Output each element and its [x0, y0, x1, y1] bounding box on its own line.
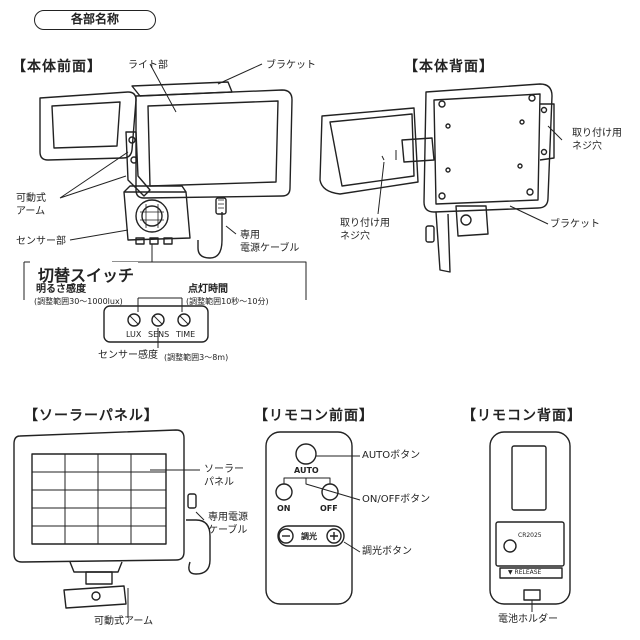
- bracket-label: ブラケット: [266, 60, 316, 71]
- mount-hole-left-label-2: ネジ穴: [340, 231, 370, 242]
- solar-panel-label-2: パネル: [204, 477, 234, 488]
- arm-label-2: アーム: [16, 206, 46, 217]
- sensor-label: センサー部: [16, 236, 66, 247]
- solar-heading: 【ソーラーパネル】: [24, 408, 159, 424]
- release-text: ▼ RELEASE: [508, 569, 542, 576]
- solar-panel-label: ソーラー: [204, 464, 244, 475]
- cable-label: 専用: [240, 230, 260, 241]
- switch-callout-drawing: [23, 244, 307, 348]
- solar-arm-label: 可動式アーム: [94, 616, 154, 627]
- onoff-button-label: ON/OFFボタン: [362, 494, 431, 505]
- battery-model-text: CR2025: [518, 532, 542, 539]
- mount-hole-right-label: 取り付け用: [572, 128, 622, 139]
- switch-title: 切替スイッチ: [34, 262, 139, 286]
- time-label: 点灯時間: [188, 284, 228, 295]
- sensor-sens-label: センサー感度: [98, 350, 158, 361]
- mount-hole-left-label: 取り付け用: [340, 218, 390, 229]
- dim-key-text: 調光: [301, 532, 317, 541]
- mount-hole-right-label-2: ネジ穴: [572, 141, 602, 152]
- back-heading: 【本体背面】: [404, 59, 494, 75]
- back-bracket-label: ブラケット: [550, 219, 600, 230]
- cable-label-2: 電源ケーブル: [240, 243, 300, 254]
- remote-back-drawing: [489, 431, 571, 612]
- remote-front-heading: 【リモコン前面】: [254, 408, 374, 424]
- auto-button-label: AUTOボタン: [362, 450, 421, 461]
- back-unit-drawing: [319, 83, 563, 273]
- section-title: 各部名称: [34, 10, 156, 30]
- remote-back-heading: 【リモコン背面】: [462, 408, 582, 424]
- solar-panel-drawing: [13, 429, 211, 618]
- dim-button-label: 調光ボタン: [362, 546, 412, 557]
- light-label: ライト部: [128, 60, 168, 71]
- remote-front-drawing: [265, 431, 361, 605]
- off-key-text: OFF: [320, 504, 338, 513]
- front-heading: 【本体前面】: [12, 59, 102, 75]
- arm-label: 可動式: [16, 193, 46, 204]
- sensor-sens-range: (調整範囲3〜8m): [164, 353, 229, 362]
- brightness-label: 明るさ感度: [36, 284, 86, 295]
- solar-cable-label: 専用電源: [208, 512, 248, 523]
- knob-lux-label: LUX: [126, 330, 142, 339]
- front-unit-drawing: [39, 63, 293, 259]
- auto-key-text: AUTO: [294, 466, 319, 475]
- battery-holder-label: 電池ホルダー: [498, 614, 558, 625]
- solar-cable-label-2: ケーブル: [208, 525, 248, 536]
- knob-sens-label: SENS: [148, 330, 170, 339]
- knob-time-label: TIME: [176, 330, 196, 339]
- brightness-range: (調整範囲30〜1000lux): [34, 297, 123, 306]
- time-range: (調整範囲10秒〜10分): [186, 297, 269, 306]
- on-key-text: ON: [277, 504, 291, 513]
